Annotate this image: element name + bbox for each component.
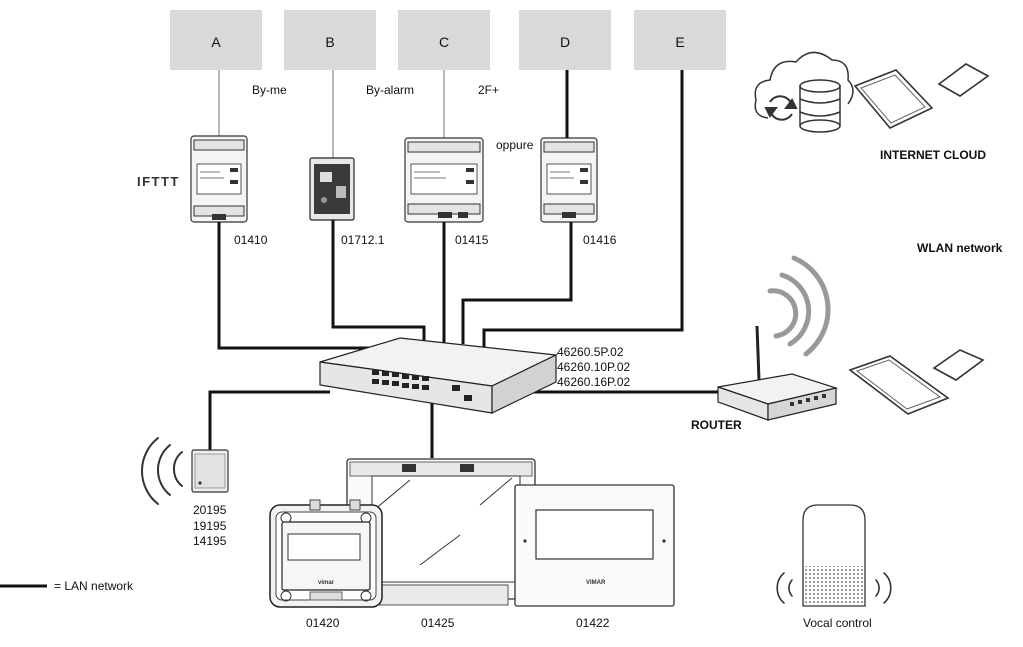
sync-arrows-icon bbox=[764, 95, 798, 121]
label-01420: 01420 bbox=[306, 616, 340, 630]
label-01425: 01425 bbox=[421, 616, 455, 630]
lan-cable-01410 bbox=[217, 222, 424, 350]
label-vocal-control: Vocal control bbox=[803, 616, 872, 630]
panel-01422 bbox=[514, 484, 675, 607]
legend: = LAN network bbox=[0, 579, 134, 593]
label-20195: 20195 bbox=[193, 503, 227, 517]
label-wlan-network: WLAN network bbox=[917, 241, 1003, 255]
wifi-access-point bbox=[191, 449, 229, 493]
label-switch-2: 46260.10P.02 bbox=[557, 360, 631, 374]
label-2f: 2F+ bbox=[478, 83, 499, 97]
sound-waves-icon bbox=[776, 572, 892, 604]
legend-lan-label: = LAN network bbox=[54, 579, 134, 593]
system-label-b: B bbox=[325, 34, 334, 50]
label-router: ROUTER bbox=[691, 418, 742, 432]
phone-icon-cloud bbox=[937, 63, 990, 97]
system-label-a: A bbox=[211, 34, 221, 50]
panel-01420 bbox=[269, 499, 383, 608]
wifi-waves-icon bbox=[141, 437, 183, 505]
module-01415 bbox=[404, 137, 484, 223]
module-01712 bbox=[309, 157, 355, 221]
label-by-me: By-me bbox=[252, 83, 287, 97]
label-19195: 19195 bbox=[193, 519, 227, 533]
label-01712: 01712.1 bbox=[341, 233, 385, 247]
label-01416: 01416 bbox=[583, 233, 617, 247]
label-internet-cloud: INTERNET CLOUD bbox=[880, 148, 986, 162]
label-01422: 01422 bbox=[576, 616, 610, 630]
system-label-c: C bbox=[439, 34, 449, 50]
database-icon bbox=[799, 79, 841, 133]
vimar-logo-01422: VIMAR bbox=[586, 580, 606, 586]
tablet-icon-wlan bbox=[848, 355, 950, 415]
module-01410 bbox=[190, 135, 248, 223]
router bbox=[717, 325, 839, 421]
system-box-b: B bbox=[284, 10, 376, 70]
ifttt-logo-text: IFTTT bbox=[137, 174, 180, 189]
label-14195: 14195 bbox=[193, 534, 227, 548]
module-01416 bbox=[540, 137, 598, 223]
vimar-logo-small: vimar bbox=[318, 580, 335, 586]
lan-cable-wifi bbox=[208, 390, 330, 472]
label-switch-1: 46260.5P.02 bbox=[557, 345, 624, 359]
lan-cable-01416 bbox=[461, 222, 573, 344]
label-switch-3: 46260.16P.02 bbox=[557, 375, 631, 389]
router-wifi-waves-icon bbox=[767, 255, 831, 357]
network-switch bbox=[319, 337, 559, 414]
system-box-a: A bbox=[170, 10, 262, 70]
system-label-e: E bbox=[675, 34, 684, 50]
label-by-alarm: By-alarm bbox=[366, 83, 414, 97]
label-01415: 01415 bbox=[455, 233, 489, 247]
system-label-d: D bbox=[560, 34, 570, 50]
label-01410: 01410 bbox=[234, 233, 268, 247]
system-box-e: E bbox=[634, 10, 726, 70]
label-oppure: oppure bbox=[496, 138, 534, 152]
phone-icon-wlan bbox=[932, 349, 985, 381]
system-box-c: C bbox=[398, 10, 490, 70]
lan-cable-e bbox=[482, 70, 684, 348]
system-box-d: D bbox=[519, 10, 611, 70]
lan-cable-01712 bbox=[331, 220, 426, 344]
tablet-icon-cloud bbox=[853, 69, 934, 129]
smart-speaker bbox=[802, 504, 866, 607]
